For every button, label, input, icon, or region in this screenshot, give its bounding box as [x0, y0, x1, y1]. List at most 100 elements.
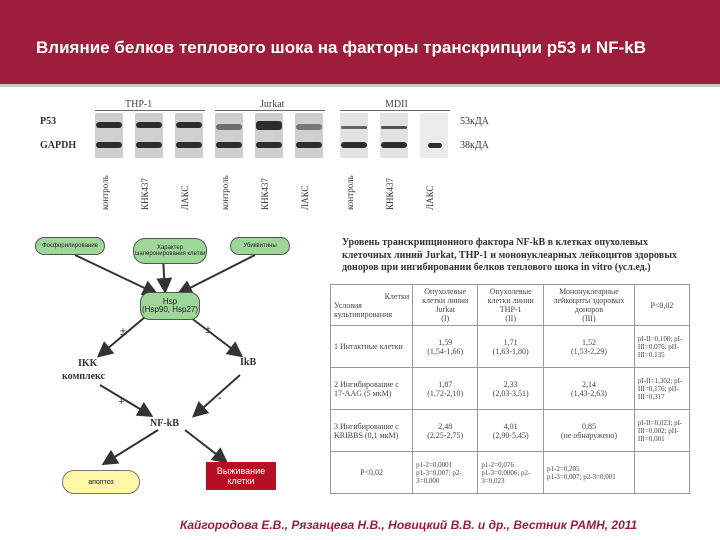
arrow-nfkb-apoptosis	[101, 429, 159, 466]
blot-lane	[135, 113, 163, 158]
sign-ikb-nfkb: -	[218, 392, 222, 404]
blot-band-gapdh	[296, 142, 322, 148]
cell-donors: 0,85(не обнаружено)	[543, 409, 635, 452]
interval: (2,25-2,75)	[427, 430, 464, 440]
value: 2,14	[581, 379, 596, 389]
interval: p1-3=0,0006; p2-3=0,023	[481, 468, 531, 485]
value: 2,33	[503, 379, 518, 389]
blot-group-line-mdii	[340, 110, 450, 111]
blot-band-p53	[216, 124, 242, 130]
cell-condition: Р<0,02	[329, 451, 414, 494]
header-thp1-label: Опухолевые клетки линии THP-1	[487, 287, 534, 314]
row-number: 2	[334, 379, 338, 389]
hsp-sublabel: (Hsp90, Hsp27)	[141, 305, 199, 314]
blot-band-p53	[176, 122, 202, 128]
arrow-ikb-nfkb	[192, 374, 241, 418]
title-bar: Влияние белков теплового шока на факторы…	[0, 0, 720, 84]
arrow-ikk-nfkb	[99, 384, 154, 418]
arrow-hsp-ikb	[189, 316, 244, 358]
value: 0,85	[581, 421, 596, 431]
interval: (1,43-2,63)	[570, 388, 607, 398]
ikb-label: IkB	[240, 357, 257, 368]
cell-stats: pI-II=1,302; pI-III=0,176; pII-III=0,317	[633, 367, 691, 410]
blot-lane	[215, 113, 243, 158]
lane-label: КНК437	[385, 177, 395, 210]
blot-lane	[340, 113, 368, 158]
blot-band-gapdh	[256, 142, 282, 148]
hsp-box: Hsp (Hsp90, Hsp27)	[140, 292, 200, 320]
header-cells-label: Клетки	[384, 291, 410, 301]
blot-band-p53	[256, 121, 282, 130]
sign-hsp-ikb: ±	[205, 324, 212, 336]
blot-band-p53	[296, 124, 322, 130]
blot-lane	[420, 113, 448, 158]
blot-size-gapdh: 38кДА	[460, 140, 489, 151]
lane-label: КНК437	[140, 177, 150, 210]
blot-band-p53	[136, 122, 162, 128]
value: 1,59	[438, 337, 453, 347]
blot-band-p53	[96, 122, 122, 128]
cell-stats	[633, 451, 691, 494]
blot-size-p53: 53кДА	[460, 116, 489, 127]
blot-row-label-p53: P53	[40, 116, 57, 127]
apoptosis-cloud: апоптоз	[62, 470, 140, 494]
arrow-hsp-ikk	[96, 316, 146, 358]
interval: p1-3=0,007; p2-3=0,001	[547, 472, 616, 481]
nfkb-table: Клетки Условия культивирования Опухолевы…	[329, 284, 691, 494]
ikk-sublabel: комплекс	[62, 371, 106, 382]
blot-group-line-jurkat	[215, 110, 325, 111]
cell-condition: 3 Ингибирование с KRIBBS (0,1 мкМ)	[329, 409, 414, 452]
citation: Кайгородова Е.В., Рязанцева Н.В., Новицк…	[180, 518, 638, 532]
interval: (2,90-5,45)	[492, 430, 529, 440]
interval: (2,03-3,51)	[492, 388, 529, 398]
blot-lane	[295, 113, 323, 158]
hsp-label: Hsp	[162, 296, 178, 306]
blot-band-gapdh	[381, 142, 407, 148]
blot-band-p53	[341, 126, 367, 129]
lane-label: ЛАКС	[425, 185, 435, 210]
value: 1,52	[581, 337, 596, 347]
table-header-row: Клетки Условия культивирования Опухолевы…	[329, 284, 691, 326]
lane-label: контроль	[345, 175, 355, 210]
row-number: 3	[334, 421, 338, 431]
row-condition: Ингибирование с KRIBBS (0,1 мкМ)	[334, 421, 399, 440]
header-jurkat-label: Опухолевые клетки линии Jurkat	[422, 287, 469, 314]
sign-hsp-ikk: ±	[120, 326, 127, 338]
survival-box: Выживание клетки	[206, 462, 276, 490]
lane-label: ЛАКС	[300, 185, 310, 210]
value: 1,87	[438, 379, 453, 389]
blot-band-gapdh	[428, 143, 442, 148]
cell-donors: 2,14(1,43-2,63)	[543, 367, 635, 410]
arrow-nfkb-survival	[184, 429, 229, 464]
blot-band-p53	[381, 126, 407, 129]
cell-thp1: 4,01(2,90-5,45)	[477, 409, 545, 452]
value: p1-2=0,205	[547, 464, 580, 473]
cell-condition: 2 Ингибирование с 17-AAG (5 мкМ)	[329, 367, 414, 410]
blot-lane	[95, 113, 123, 158]
value: p1-2=0,076	[481, 460, 514, 469]
interval: (не обнаружено)	[560, 430, 617, 440]
cell-stats: pI-II=0,108; pI-III=0,076; pII-III=0,135	[633, 325, 691, 368]
row-condition: Ингибирование с 17-AAG (5 мкМ)	[334, 379, 399, 398]
arrow-phospho-hsp	[74, 254, 159, 296]
header-p: Р<0,02	[633, 284, 691, 326]
interval: (1,72-2,10)	[427, 388, 464, 398]
cell-stats: pI-II=0,023; pI-III=0,002; pII-III=0,001	[633, 409, 691, 452]
title-divider	[0, 84, 720, 87]
cell-thp1: 1,71(1,63-1,80)	[477, 325, 545, 368]
lane-label: контроль	[220, 175, 230, 210]
lane-label: ЛАКС	[180, 185, 190, 210]
table-row: 1 Интактные клетки 1,59(1,54-1,66) 1,71(…	[329, 325, 691, 368]
header-donors-numeral: (III)	[582, 314, 596, 323]
scheme-arrows	[74, 254, 256, 466]
blot-row-label-gapdh: GAPDH	[40, 140, 77, 151]
blot-band-gapdh	[341, 142, 367, 148]
nfkb-label: NF-kB	[150, 418, 179, 429]
blot-group-line-thp1	[95, 110, 205, 111]
cell-condition: 1 Интактные клетки	[329, 325, 414, 368]
header-donors-label: Мононуклеарные лейкоциты здоровых доноро…	[553, 287, 625, 314]
